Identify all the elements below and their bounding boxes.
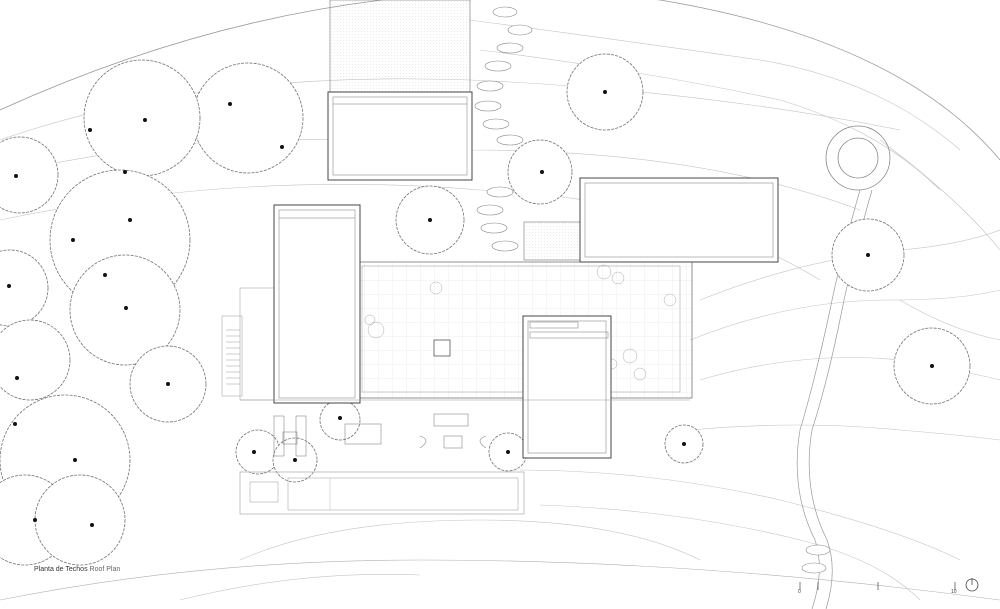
outdoor-furniture: [273, 413, 487, 457]
roof-north: [327, 91, 473, 181]
drawing-caption: Planta de Techos Roof Plan: [34, 566, 120, 573]
roundabout-inner: [837, 137, 879, 179]
stair-wall: [239, 287, 277, 401]
skylight: [433, 339, 451, 357]
roundabout: [825, 125, 891, 191]
roof-west: [273, 204, 361, 404]
roofs: [273, 91, 779, 459]
scale-end-label: 10: [951, 589, 957, 595]
stairs: [226, 329, 240, 385]
scale-start-label: 0: [798, 589, 801, 595]
jacuzzi: [249, 481, 279, 503]
caption-title-es: Planta de Techos: [34, 566, 88, 573]
tree-trunks: [7, 90, 934, 527]
roof-south: [522, 315, 612, 459]
caption-title-en: Roof Plan: [89, 566, 121, 573]
upper-terrace: [329, 0, 471, 93]
trees: [0, 53, 971, 566]
stepping-stones: [474, 6, 831, 574]
site-boundary: [0, 0, 1000, 161]
side-terrace: [523, 221, 581, 261]
roof-east: [579, 177, 779, 263]
pool-deck: [239, 471, 525, 515]
scale-bar: [799, 582, 956, 590]
north-arrow-icon: [965, 578, 979, 592]
site-boundary-bottom: [0, 559, 1000, 601]
pool: [287, 477, 519, 511]
